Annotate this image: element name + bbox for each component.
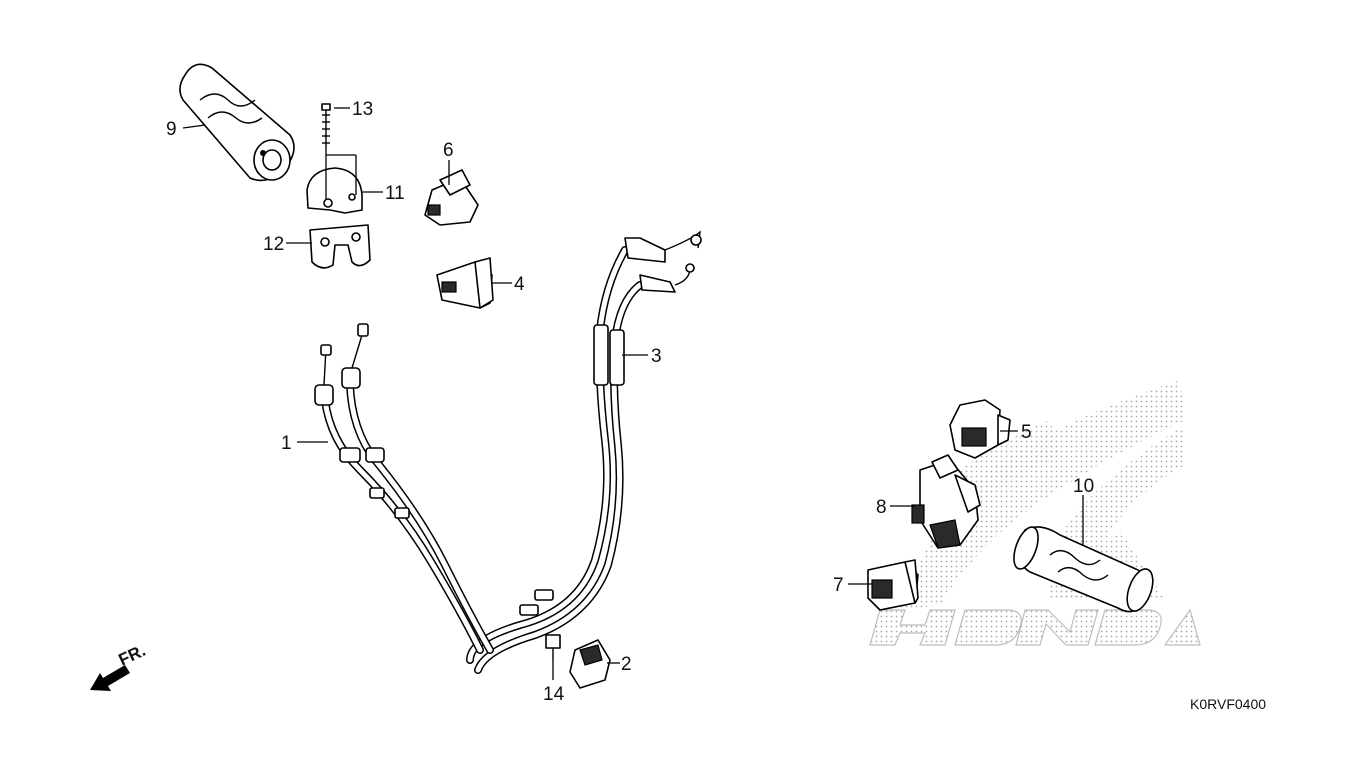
lever-bracket-part-8	[911, 454, 981, 549]
screw-part-13	[321, 103, 331, 150]
bolt-part-14	[545, 634, 561, 660]
lower-holder-part-12	[309, 224, 371, 269]
grip-part-10	[1013, 526, 1154, 613]
throttle-cable-part-3	[466, 230, 702, 674]
leader-lines	[182, 107, 1084, 680]
throttle-grip-part-9	[179, 63, 295, 182]
diagram-reference-code: K0RVF0400	[1190, 696, 1266, 712]
callout-part-2: 2	[621, 654, 632, 675]
front-direction-arrow-icon	[90, 665, 130, 691]
callout-part-11: 11	[385, 183, 405, 204]
callout-part-9: 9	[166, 119, 177, 140]
switch-part-6	[424, 169, 479, 226]
callout-part-4: 4	[514, 274, 525, 295]
callout-part-3: 3	[651, 346, 662, 367]
callout-part-7: 7	[833, 575, 844, 596]
callout-labels: 9 13 11 12 6 4 3 1 2 14 5 8 7 10	[166, 99, 1094, 705]
callout-part-8: 8	[876, 497, 887, 518]
switch-part-4	[436, 257, 494, 309]
callout-part-14: 14	[543, 684, 565, 705]
callout-part-1: 1	[281, 433, 292, 454]
callout-part-6: 6	[443, 140, 454, 161]
callout-part-12: 12	[263, 234, 284, 255]
callout-part-13: 13	[352, 99, 373, 120]
callout-part-5: 5	[1021, 422, 1032, 443]
front-direction-label: FR.	[116, 641, 149, 670]
clamp-part-2	[569, 639, 611, 689]
switch-part-7	[867, 559, 919, 611]
cable-part-1	[314, 323, 494, 654]
upper-holder-part-11	[306, 167, 363, 214]
callout-part-10: 10	[1073, 476, 1094, 497]
switch-part-5	[949, 399, 1011, 459]
